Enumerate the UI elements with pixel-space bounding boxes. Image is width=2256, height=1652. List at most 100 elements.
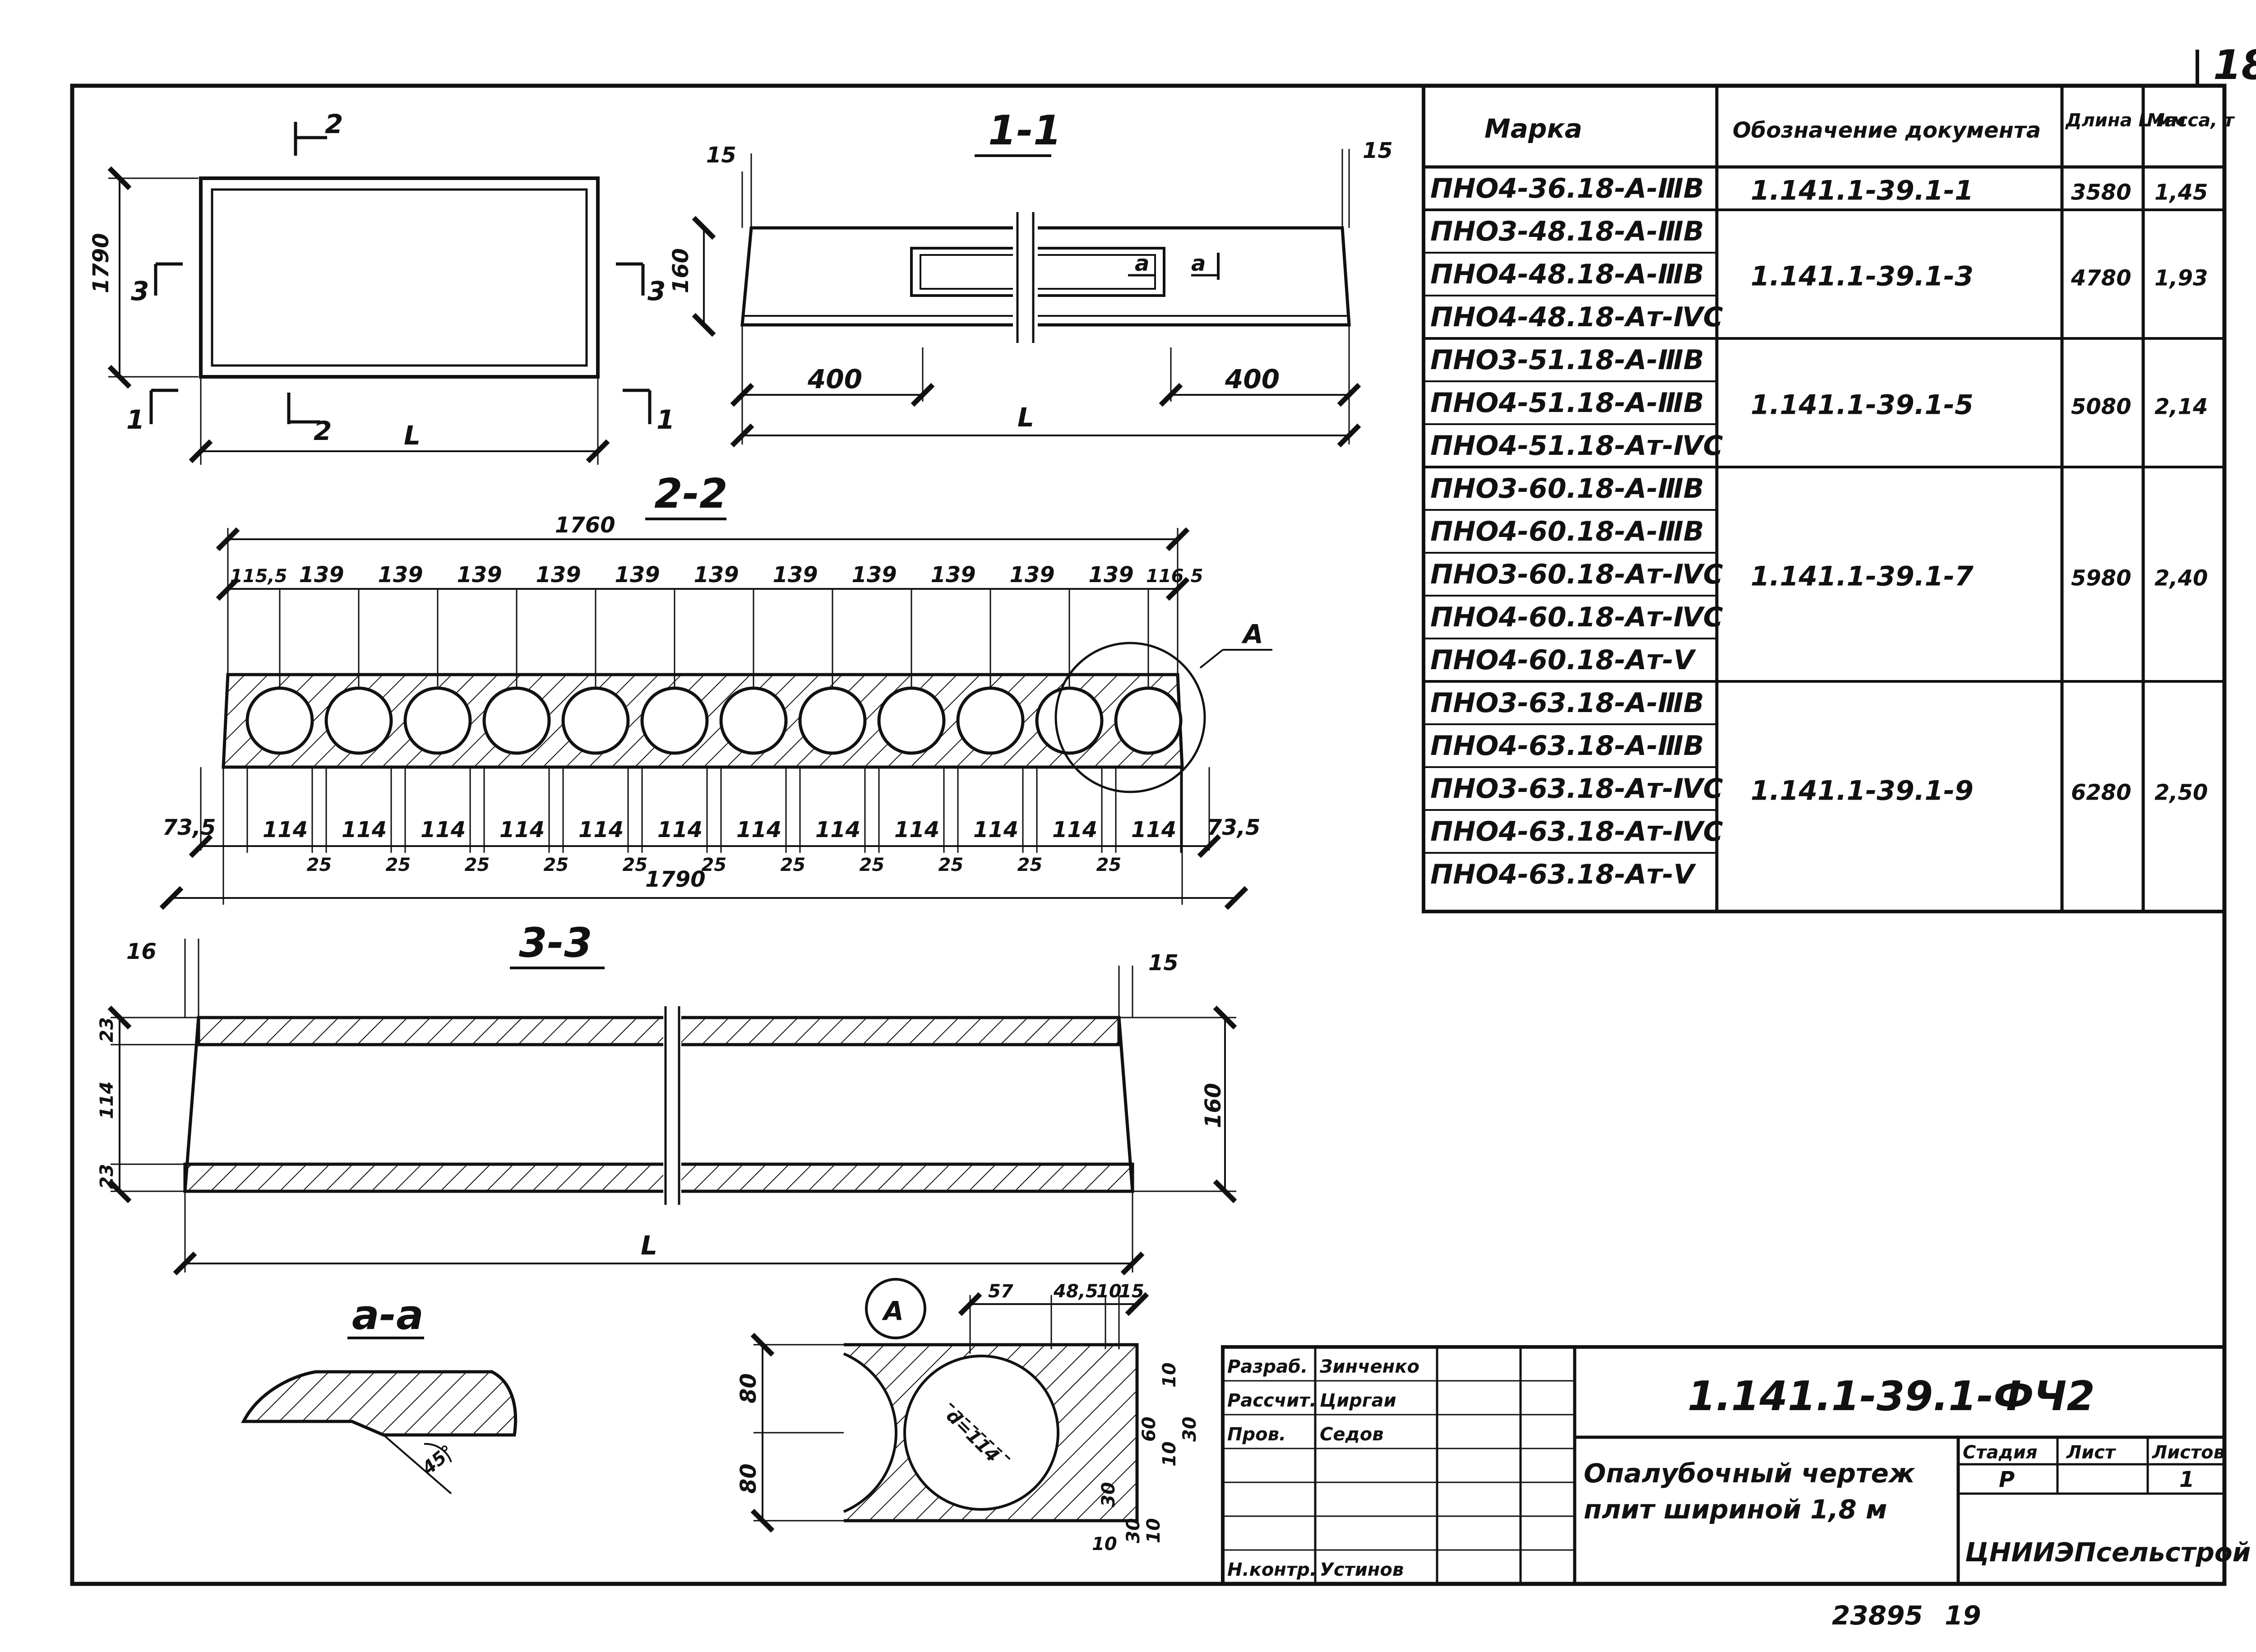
detail-a-vdim-4: 30 xyxy=(1179,1416,1200,1442)
detail-a-vdim-1: 10 xyxy=(1159,1362,1180,1388)
detail-a-dim-3: 10 xyxy=(1096,1281,1122,1302)
spec-mark-cell: ПНО4-63.18-Ат-Ⅴ xyxy=(1430,859,1697,890)
spec-doc-cell: 1.141.1-39.1-1 xyxy=(1751,175,1974,207)
title-block-role: Пров. xyxy=(1227,1424,1286,1445)
section-2-2-voids xyxy=(245,686,1183,755)
plan-cut-1-right: 1 xyxy=(656,404,675,435)
void-size-label: 114 xyxy=(578,817,624,842)
spec-mark-cell: ПНО4-48.18-Ат-ⅣС xyxy=(1430,301,1723,333)
plan-outline xyxy=(199,176,600,379)
section-3-3-length: L xyxy=(641,1230,657,1261)
detail-a-height-1: 80 xyxy=(736,1373,761,1403)
rib-width-label: 25 xyxy=(386,855,411,875)
title-block-role: Рассчит. xyxy=(1227,1390,1317,1411)
void-size-label: 114 xyxy=(736,817,781,842)
rib-width-label: 25 xyxy=(307,855,332,875)
section-2-2-edge-left: 73,5 xyxy=(162,815,216,840)
title-block-sheet-label: Лист xyxy=(2066,1442,2117,1463)
title-block-stage: Р xyxy=(1999,1467,2015,1492)
void-circle xyxy=(403,686,472,755)
void-size-label: 114 xyxy=(342,817,387,842)
section-3-3: 3-3 16 15 23 114 23 160 L xyxy=(97,919,1237,1276)
section-1-1-end-left: 400 xyxy=(807,364,862,394)
section-1-1: 1-1 a a 15 15 160 400 400 L xyxy=(668,107,1393,448)
spec-mark-cell: ПНО4-48.18-А-ⅢВ xyxy=(1430,259,1704,290)
title-block-stage-label: Стадия xyxy=(1963,1442,2038,1463)
spec-length-cell: 5080 xyxy=(2071,394,2131,420)
title-block-sheets-label: Листов xyxy=(2152,1442,2225,1463)
spec-length-cell: 5980 xyxy=(2071,566,2131,591)
pitch-label: 139 xyxy=(378,562,423,588)
title-block-title-2: плит шириной 1,8 м xyxy=(1584,1494,1887,1525)
section-3-3-left-dim: 16 xyxy=(126,939,157,964)
sheet-number: 18 xyxy=(2213,42,2256,89)
void-circle xyxy=(877,686,946,755)
void-size-label: 114 xyxy=(421,817,466,842)
spec-length-cell: 6280 xyxy=(2071,780,2131,805)
void-circle xyxy=(1035,686,1104,755)
plan-cut-3-right: 3 xyxy=(647,276,666,306)
section-3-3-top-flange-dim: 23 xyxy=(97,1017,117,1042)
spec-table: Марка Обозначение документа Длина L мм М… xyxy=(1422,84,2235,913)
rib-width-label: 25 xyxy=(1096,855,1122,875)
rib-width-label: 25 xyxy=(1017,855,1043,875)
section-3-3-top-flange xyxy=(197,1016,1121,1046)
section-3-3-void-dim: 114 xyxy=(97,1082,117,1120)
spec-header-doc: Обозначение документа xyxy=(1733,118,2041,143)
pitch-label: 139 xyxy=(615,562,660,588)
section-3-3-bottom-flange-dim: 23 xyxy=(97,1164,117,1189)
rib-width-label: 25 xyxy=(702,855,727,875)
spec-mark-cell: ПНО3-63.18-А-ⅢВ xyxy=(1430,687,1704,719)
pitch-label: 139 xyxy=(1089,562,1134,588)
detail-a-vdim-2: 60 xyxy=(1139,1416,1160,1442)
spec-mark-cell: ПНО3-60.18-Ат-ⅣС xyxy=(1430,559,1723,590)
bottom-number-left: 23895 xyxy=(1832,1600,1923,1631)
detail-a-callout-circle xyxy=(1054,642,1206,793)
void-circle xyxy=(245,686,314,755)
void-circle xyxy=(324,686,393,755)
section-a-a: a-a 45° xyxy=(241,1291,517,1495)
title-block-signatures: Разраб.ЗинченкоРассчит.ЦиргаиПров.СедовН… xyxy=(1223,1356,1575,1580)
detail-a-bdim-1: 10 xyxy=(1092,1534,1117,1555)
plan-cut-2-bottom: 2 xyxy=(314,416,332,446)
spec-mark-cell: ПНО4-60.18-Ат-ⅣС xyxy=(1430,602,1723,633)
spec-doc-cell: 1.141.1-39.1-3 xyxy=(1751,261,1974,292)
detail-a-dim-4: 15 xyxy=(1119,1281,1144,1302)
spec-mass-cell: 2,14 xyxy=(2154,394,2208,420)
title-block-sheets: 1 xyxy=(2179,1467,2194,1492)
void-circle xyxy=(561,686,630,755)
title-block-org: ЦНИИЭПсельстрой xyxy=(1965,1537,2251,1568)
void-circle xyxy=(719,686,788,755)
section-3-3-bottom-flange xyxy=(183,1162,1134,1193)
section-2-2-title: 2-2 xyxy=(654,470,728,518)
spec-table-frame xyxy=(1422,84,2226,913)
title-block-name: Седов xyxy=(1320,1424,1384,1445)
void-size-label: 114 xyxy=(1131,817,1176,842)
section-3-3-right-dim: 15 xyxy=(1148,950,1179,976)
title-block-code: 1.141.1-39.1-ФЧ2 xyxy=(1687,1373,2095,1420)
spec-mark-cell: ПНО4-60.18-А-ⅢВ xyxy=(1430,516,1704,547)
pitch-label: 139 xyxy=(536,562,581,588)
spec-mark-cell: ПНО4-51.18-Ат-ⅣС xyxy=(1430,430,1723,462)
section-a-a-profile xyxy=(241,1370,517,1437)
detail-a-title-circle xyxy=(865,1278,926,1339)
title-block-role: Разраб. xyxy=(1227,1356,1308,1377)
plan-cut-2-top: 2 xyxy=(325,109,343,139)
spec-length-cell: 3580 xyxy=(2071,180,2131,205)
spec-mass-cell: 2,50 xyxy=(2154,780,2208,805)
void-circle xyxy=(1114,686,1183,755)
spec-length-cell: 4780 xyxy=(2071,266,2131,291)
spec-mark-cell: ПНО3-60.18-А-ⅢВ xyxy=(1430,473,1704,504)
title-block-role: Н.контр. xyxy=(1227,1559,1317,1580)
spec-mass-cell: 1,93 xyxy=(2154,266,2208,291)
rib-width-label: 25 xyxy=(860,855,885,875)
section-3-3-title: 3-3 xyxy=(519,919,592,967)
void-circle xyxy=(956,686,1025,755)
plan-length: L xyxy=(404,420,421,451)
void-size-label: 114 xyxy=(263,817,308,842)
section-1-1-end-right: 400 xyxy=(1225,364,1280,394)
pitch-label: 139 xyxy=(457,562,502,588)
